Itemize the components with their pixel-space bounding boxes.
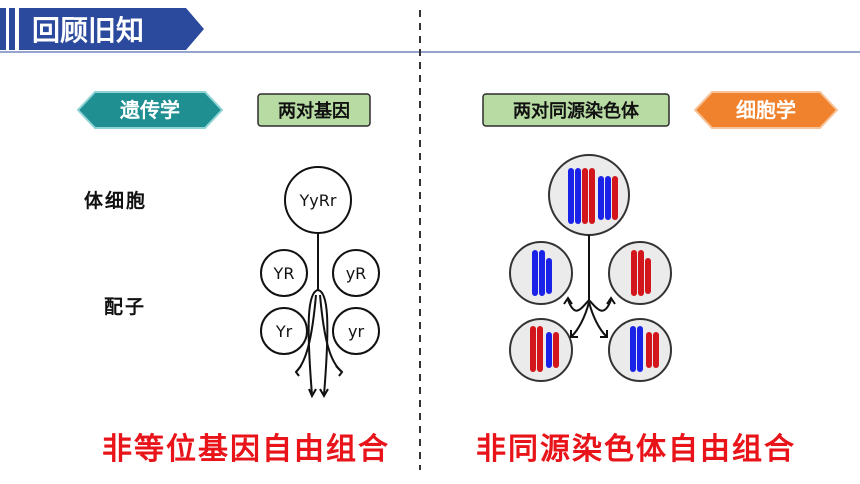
gamete-circle-Yr (260, 307, 308, 355)
page-title: 回顾旧知 (32, 14, 144, 47)
homologous-pairs-label: 两对同源染色体 (513, 100, 640, 122)
gamete-label-4: yr (348, 322, 364, 341)
parent-chromosomes (568, 168, 618, 224)
two-genes-box (257, 93, 371, 127)
gamete-label-1: YR (273, 264, 295, 283)
gamete-circle-yR (332, 249, 380, 297)
daughter-4-chromosomes (630, 326, 659, 372)
daughter-1-chromosomes (532, 250, 552, 296)
daughter-2-chromosomes (631, 250, 651, 296)
genetics-tag-label: 遗传学 (119, 98, 180, 122)
genetics-tag (76, 91, 224, 129)
gamete-label-2: yR (346, 264, 367, 283)
daughter-3-chromosomes (530, 326, 559, 372)
header-accent-bar-2 (9, 8, 15, 50)
left-conclusion: 非等位基因自由组合 (102, 432, 390, 467)
homologous-pairs-box (482, 93, 670, 127)
chromosome-split-arrows (563, 235, 616, 338)
cytology-tag (693, 91, 839, 129)
body-cell-label: 体细胞 (84, 190, 148, 212)
header-title-bar (19, 8, 204, 50)
gamete-label: 配子 (104, 296, 147, 318)
gene-split-arrows (294, 233, 344, 399)
cytology-tag-label: 细胞学 (736, 98, 796, 122)
gamete-label-3: Yr (275, 322, 293, 341)
header-accent-bar-1 (0, 8, 6, 50)
parent-genotype: YyRr (299, 191, 337, 210)
gene-diagram (260, 166, 380, 355)
right-conclusion: 非同源染色体自由组合 (476, 432, 796, 467)
two-genes-label: 两对基因 (278, 100, 350, 122)
gamete-circle-YR (260, 249, 308, 297)
gamete-circle-yr (332, 307, 380, 355)
